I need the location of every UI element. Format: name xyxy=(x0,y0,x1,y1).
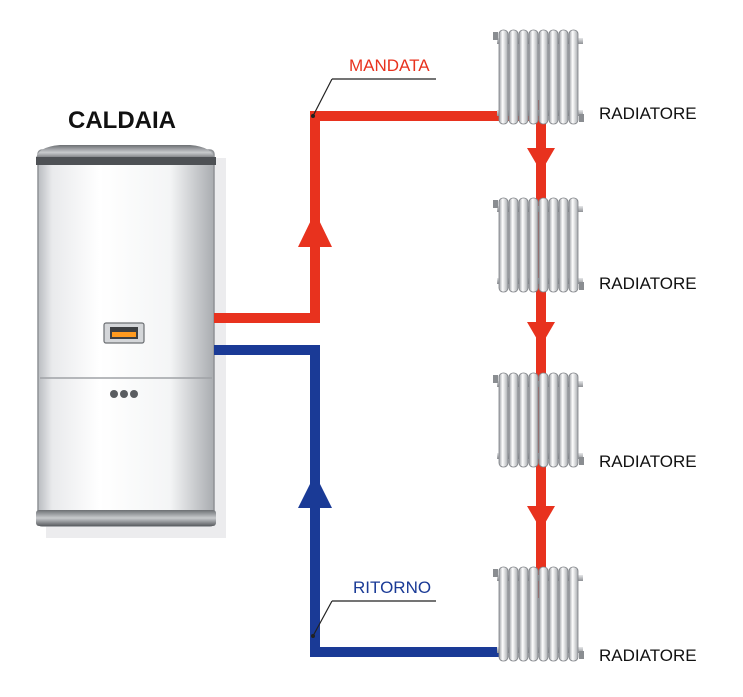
radiator-valve xyxy=(579,114,584,122)
radiator-fin xyxy=(498,566,509,662)
radiator-fin xyxy=(508,372,519,468)
radiator-fin xyxy=(498,372,509,468)
radiator-fin xyxy=(538,566,549,662)
radiator-valve xyxy=(493,375,498,383)
radiator-group: RADIATORE RADIATORE RADIATORE RADIATORE xyxy=(493,29,697,665)
radiator-fin xyxy=(498,197,509,293)
radiator-label: RADIATORE xyxy=(599,452,697,471)
radiator-fin xyxy=(548,566,559,662)
radiator-fin xyxy=(518,566,529,662)
radiator-fin xyxy=(548,197,559,293)
radiator xyxy=(493,372,584,468)
boiler-top-cap xyxy=(36,145,214,160)
radiator-fin xyxy=(558,372,569,468)
radiator-valve xyxy=(579,457,584,465)
supply-pipe xyxy=(214,100,555,598)
return-callout: RITORNO xyxy=(311,578,436,638)
return-label: RITORNO xyxy=(353,578,431,597)
radiator-fin xyxy=(518,197,529,293)
return-pipe xyxy=(214,345,500,657)
boiler: CALDAIA xyxy=(36,107,226,538)
radiator-fin xyxy=(518,29,529,125)
radiator-valve xyxy=(493,200,498,208)
radiator-fin xyxy=(568,29,579,125)
radiator-fin xyxy=(538,197,549,293)
radiator xyxy=(493,29,584,125)
radiator-fin xyxy=(568,372,579,468)
radiator-valve xyxy=(493,569,498,577)
radiator-fin xyxy=(528,566,539,662)
return-flow-arrow xyxy=(298,474,332,508)
radiator-label: RADIATORE xyxy=(599,274,697,293)
radiator-valve xyxy=(493,32,498,40)
return-pipe-main xyxy=(214,345,500,657)
down-flow-arrow-3 xyxy=(527,506,555,530)
boiler-title: CALDAIA xyxy=(68,107,176,134)
radiator-valve xyxy=(579,651,584,659)
radiator-fin xyxy=(548,29,559,125)
radiator-fin xyxy=(518,372,529,468)
radiator-fin xyxy=(568,197,579,293)
radiator-fin xyxy=(558,566,569,662)
radiator-fin xyxy=(508,197,519,293)
supply-callout: MANDATA xyxy=(311,56,436,118)
boiler-control-knobs xyxy=(110,390,138,398)
radiator-fin xyxy=(528,29,539,125)
down-flow-arrow-2 xyxy=(527,322,555,346)
radiator-valve xyxy=(579,282,584,290)
radiator-fin xyxy=(528,197,539,293)
radiator-fin xyxy=(548,372,559,468)
radiator-fin xyxy=(568,566,579,662)
supply-pipe-main xyxy=(214,111,536,323)
radiator-fin xyxy=(498,29,509,125)
radiator-fin xyxy=(508,566,519,662)
radiator-label: RADIATORE xyxy=(599,646,697,665)
radiator-fin xyxy=(528,372,539,468)
radiator-fin xyxy=(538,372,549,468)
supply-flow-arrow xyxy=(298,212,332,247)
radiator-fin xyxy=(508,29,519,125)
boiler-display-panel xyxy=(103,322,145,344)
down-flow-arrow-1 xyxy=(527,148,555,172)
radiator-label: RADIATORE xyxy=(599,104,697,123)
boiler-bottom-cap xyxy=(36,510,216,526)
radiator-fin xyxy=(558,29,569,125)
radiator xyxy=(493,197,584,293)
radiator xyxy=(493,566,584,662)
supply-label: MANDATA xyxy=(349,56,430,75)
boiler-top-band xyxy=(36,157,216,165)
radiator-fin xyxy=(538,29,549,125)
radiator-fin xyxy=(558,197,569,293)
